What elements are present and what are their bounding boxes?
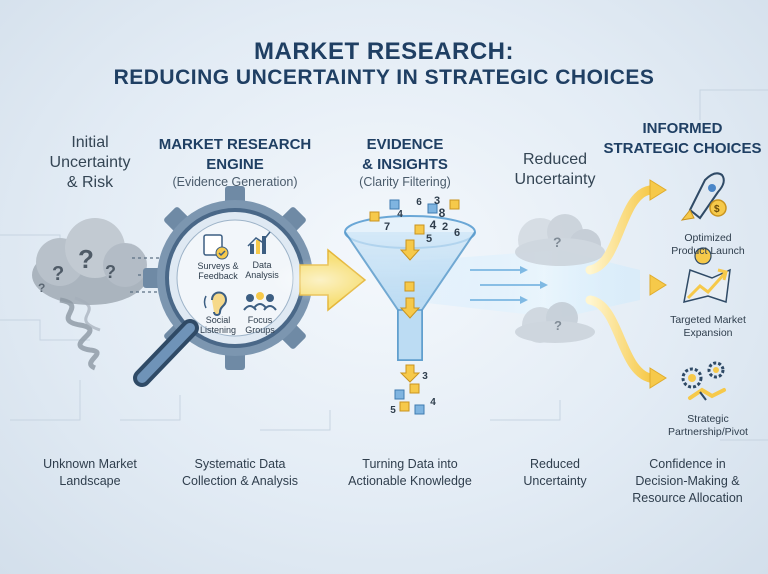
reduced-heading: Reduced Uncertainty <box>514 151 596 188</box>
map-pin-growth-icon <box>683 247 731 304</box>
method-label-social-listening: Social Listening <box>199 315 237 335</box>
ear-icon <box>203 291 228 316</box>
svg-text:?: ? <box>52 263 64 285</box>
caption-engine: Systematic Data Collection & Analysis <box>181 457 299 488</box>
evidence-heading: EVIDENCE & INSIGHTS <box>362 136 448 173</box>
method-label-data-analysis: Data Analysis <box>245 260 279 280</box>
evidence-subheading: (Clarity Filtering) <box>359 175 451 189</box>
svg-text:?: ? <box>553 234 562 250</box>
caption-informed: Confidence in Decision-Making & Resource… <box>632 457 743 505</box>
outcome-label-partnership: Strategic Partnership/Pivot <box>668 413 748 438</box>
method-label-focus-groups: Focus Groups <box>245 315 275 335</box>
title-line-1: MARKET RESEARCH: <box>254 38 514 65</box>
clipboard-check-icon <box>203 234 229 260</box>
informed-heading: INFORMED STRATEGIC CHOICES <box>603 120 762 157</box>
engine-heading: MARKET RESEARCH ENGINE <box>158 136 312 173</box>
svg-text:?: ? <box>78 244 94 274</box>
svg-text:?: ? <box>105 262 116 282</box>
svg-text:?: ? <box>38 281 45 295</box>
rocket-icon: $ <box>680 172 727 221</box>
reduced-cloud-icon: ? ? <box>515 214 605 343</box>
funnel-down-arrows <box>399 239 421 383</box>
circuit-lines <box>0 89 768 441</box>
magnifier-handle-icon <box>133 319 199 387</box>
people-group-icon <box>243 292 277 311</box>
gears-handshake-icon <box>681 361 726 401</box>
title-line-2: REDUCING UNCERTAINTY IN STRATEGIC CHOICE… <box>113 66 655 89</box>
outcome-arrows <box>585 185 655 383</box>
initial-heading: Initial Uncertainty & Risk <box>49 134 131 191</box>
data-cubes <box>369 199 460 415</box>
svg-text:$: $ <box>714 204 720 215</box>
uncertainty-cloud-icon: ? ? ? ? <box>32 218 148 371</box>
outcome-label-market-expansion: Targeted Market Expansion <box>670 314 746 339</box>
outcome-label-product-launch: Optimized Product Launch <box>671 232 745 257</box>
svg-text:?: ? <box>554 318 562 333</box>
engine-subheading: (Evidence Generation) <box>172 175 298 189</box>
method-label-surveys: Surveys & Feedback <box>197 261 239 281</box>
caption-evidence: Turning Data into Actionable Knowledge <box>348 457 472 488</box>
caption-reduced: Reduced Uncertainty <box>523 457 587 488</box>
bar-chart-icon <box>247 231 271 254</box>
caption-initial: Unknown Market Landscape <box>43 457 137 488</box>
